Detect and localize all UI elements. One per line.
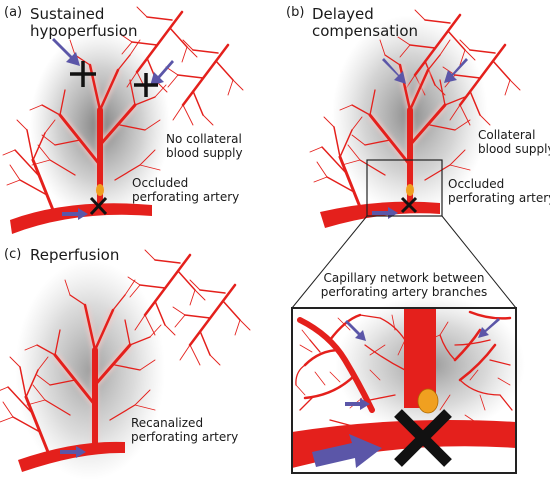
panel-b-artery-line2: perforating artery <box>448 191 550 205</box>
panel-b-zoom-box <box>366 159 443 217</box>
panel-a-graphic <box>1 5 245 234</box>
panel-c-parent-artery <box>18 441 125 472</box>
panel-a-title-line2: hypoperfusion <box>30 22 138 40</box>
panel-b-note-line1: Collateral <box>478 128 536 142</box>
panel-c-artery-line2: perforating artery <box>131 430 239 444</box>
inset-frame <box>291 307 517 474</box>
inset-clot <box>417 388 439 414</box>
inset-collateral-arrow-left <box>345 320 366 341</box>
panel-b-note-line2: blood supply <box>478 142 550 156</box>
panel-c-title-line1: Reperfusion <box>30 246 120 264</box>
panel-a-distant-vessel-2 <box>164 38 245 127</box>
panel-a-occlusion-cross <box>89 196 108 216</box>
inset-small-flow-arrow <box>345 398 370 410</box>
panel-c-shadow <box>15 260 165 480</box>
inset-capillary-network <box>295 310 513 441</box>
inset-occlusion-cross <box>394 409 452 467</box>
panel-b-graphic <box>308 8 522 228</box>
panel-a-block-cross-left <box>70 61 96 87</box>
panel-c-artery-line1: Recanalized <box>131 416 204 430</box>
inset-caption-line1: Capillary network between <box>323 271 485 285</box>
panel-c-flow-arrow <box>60 446 86 458</box>
panel-a-clot <box>96 184 104 196</box>
panel-a-letter: (a) <box>4 5 23 20</box>
panel-a-title-line1: Sustained <box>30 5 105 23</box>
panel-a-artery-line1: Occluded <box>132 176 189 190</box>
panel-c-graphic <box>0 248 252 480</box>
zoom-connector <box>291 215 517 309</box>
panel-b-letter: (b) <box>286 5 305 20</box>
inset-caption-line2: perforating artery branches <box>320 285 488 299</box>
panel-b-title-line1: Delayed <box>312 5 374 23</box>
panel-b-occlusion-cross <box>400 196 418 214</box>
panel-a-blocked-arrow-left <box>52 38 80 66</box>
panel-a-note-line1: No collateral <box>166 132 242 146</box>
panel-c-letter: (c) <box>4 247 22 262</box>
panel-c-distant-vessel-2 <box>171 278 252 367</box>
panel-a-note-line2: blood supply <box>166 146 243 160</box>
panel-a-parent-artery <box>10 203 152 234</box>
panel-b-collateral-arrow-left <box>382 58 406 84</box>
panel-b-title-line2: compensation <box>312 22 419 40</box>
panel-b-clot <box>406 184 414 196</box>
panel-b-collateral-arrow-right <box>444 58 468 83</box>
inset-flow-arrow <box>312 434 382 468</box>
inset-collateral-arrow-right <box>478 318 500 338</box>
inset-graphic <box>291 295 525 474</box>
panel-a-block-cross-right <box>134 73 158 97</box>
panel-a-blocked-arrow-right <box>150 60 174 86</box>
panel-a-flow-arrow <box>62 208 88 220</box>
panel-a-artery-line2: perforating artery <box>132 190 240 204</box>
panel-b-artery-line1: Occluded <box>448 177 505 191</box>
